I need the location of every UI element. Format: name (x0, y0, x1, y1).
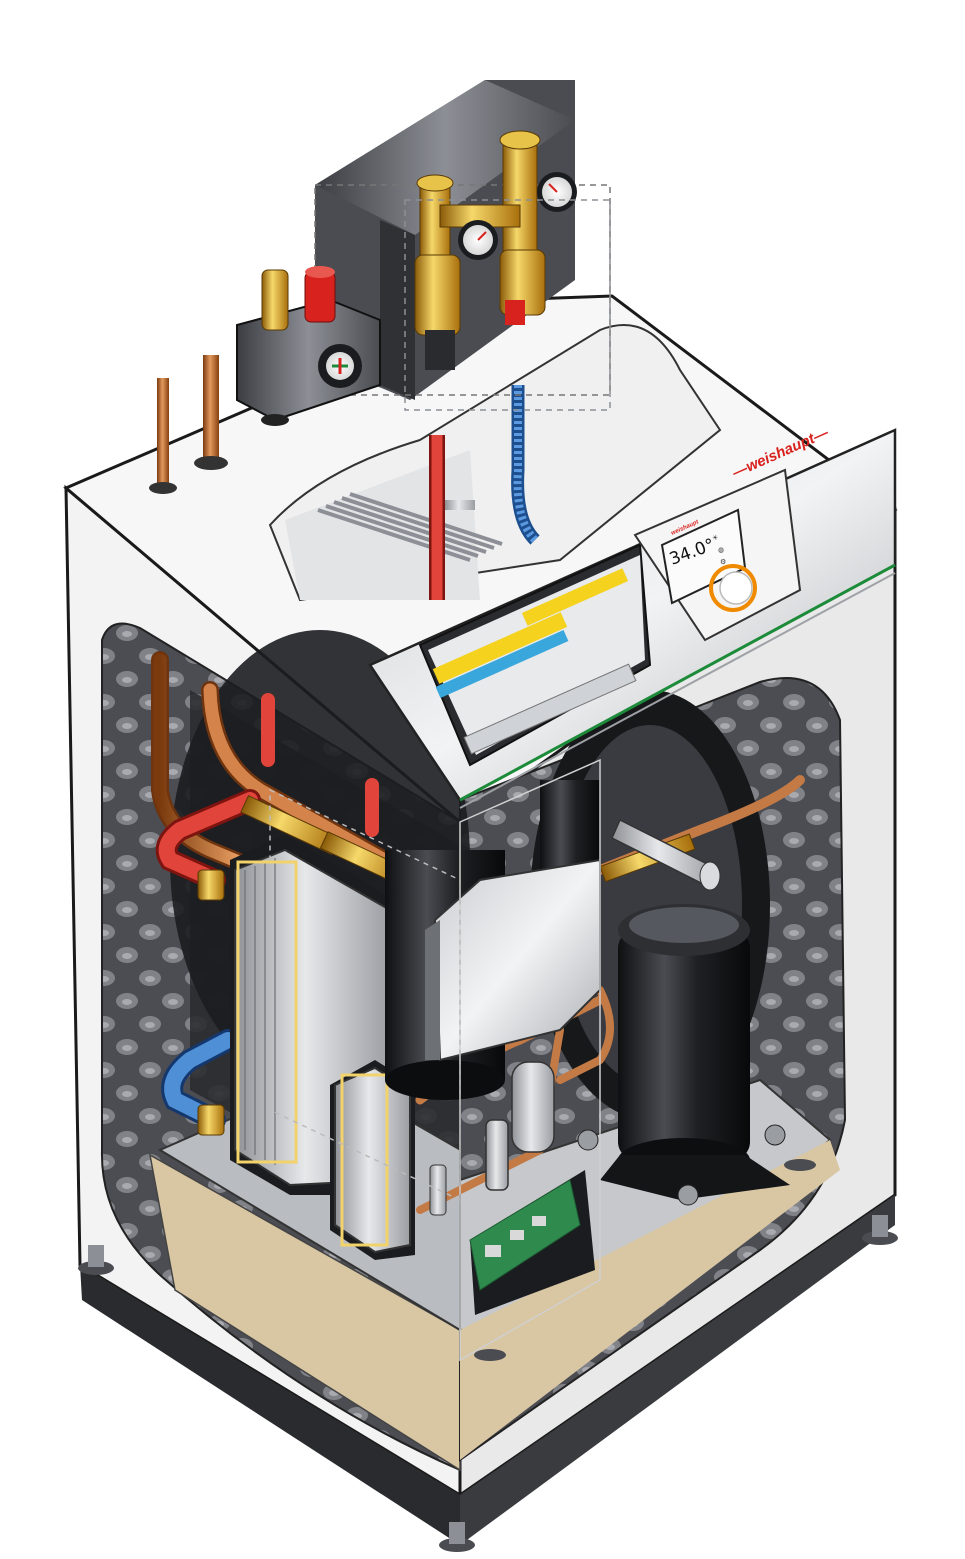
thermometer-gauge-icon (537, 172, 577, 212)
cold-water-pipe (161, 1029, 239, 1131)
pressure-gauge-icon (458, 220, 498, 260)
controller-display: 34.0° ☀ ◍ ⚙ (660, 508, 747, 605)
small-heat-exchanger (330, 1060, 415, 1260)
terminal-blocks (432, 568, 637, 755)
drop-icon: ◍ (718, 547, 724, 554)
compressor (577, 904, 790, 1206)
top-service-opening (268, 324, 722, 602)
adjustable-feet (78, 1159, 898, 1552)
control-circuit-board (469, 1170, 595, 1315)
steel-manifold-pipe (611, 818, 721, 891)
filter-drier (429, 1061, 555, 1216)
sun-icon: ☀ (712, 534, 718, 542)
hot-water-pipe (155, 693, 379, 891)
controller-unit[interactable]: weishaupt 34.0° ☀ ◍ ⚙ (633, 468, 802, 642)
brass-valve-assembly (404, 130, 611, 411)
copper-connection-stubs (149, 355, 228, 494)
selector-dial[interactable] (709, 564, 757, 612)
transparent-panel-outline (269, 758, 601, 1362)
small-pump-unit (236, 266, 381, 426)
display-status-icons: ☀ ◍ ⚙ (712, 534, 726, 566)
gear-icon: ⚙ (720, 558, 726, 566)
valve-body (425, 858, 601, 1062)
